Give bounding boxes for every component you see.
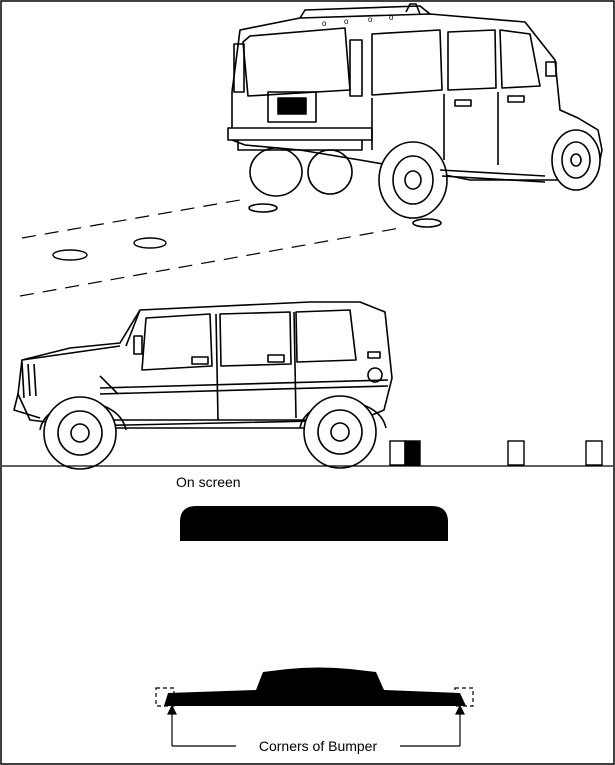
ground-markers (53, 238, 166, 260)
bumper-bottom-view (164, 668, 466, 707)
parking-marker-icon (390, 441, 602, 465)
rear-vehicle-illustration: o o o o (228, 4, 602, 227)
svg-text:o: o (368, 15, 373, 24)
on-screen-label: On screen (176, 474, 241, 490)
svg-text:o: o (389, 13, 394, 22)
on-screen-bumper-bar (180, 506, 448, 541)
svg-text:o: o (322, 19, 327, 28)
svg-text:o: o (344, 17, 349, 26)
side-vehicle-illustration (14, 302, 392, 469)
corners-of-bumper-label: Corners of Bumper (259, 738, 378, 754)
dashed-guide-lines (20, 200, 400, 296)
